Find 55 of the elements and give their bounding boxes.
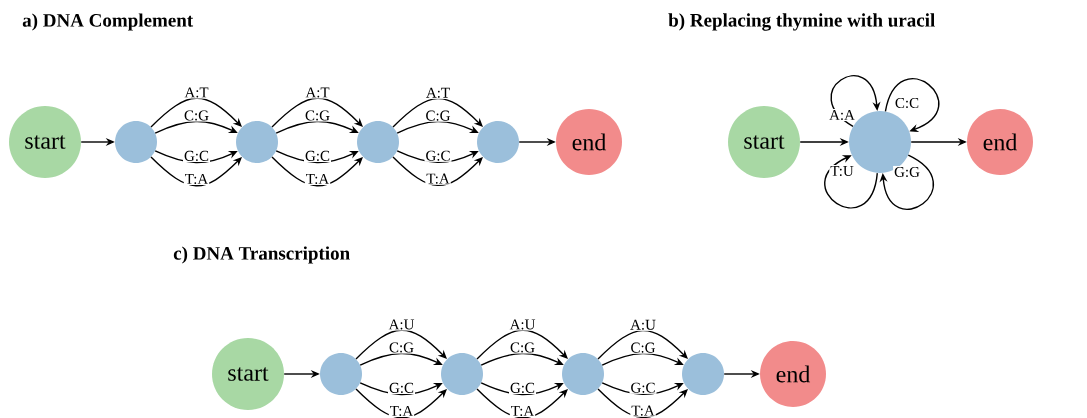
edge-label: A:A	[828, 108, 856, 122]
loop-arrow	[879, 154, 934, 211]
edge-label: T:U	[829, 165, 855, 177]
state-circle	[320, 353, 362, 395]
edge-label: A:T	[304, 86, 331, 99]
edge-label: T:A	[630, 404, 656, 417]
edge-label: G:C	[388, 381, 415, 394]
edge-label: C:G	[183, 109, 210, 122]
edge-label: C:C	[893, 96, 921, 110]
edge-label: T:A	[388, 404, 415, 418]
state-circle	[477, 121, 519, 163]
edge-label: G:C	[509, 381, 536, 394]
arrow	[150, 97, 242, 128]
panel-heading: a) DNA Complement	[22, 13, 194, 31]
edge-label: T:A	[509, 404, 536, 418]
state-circle	[441, 353, 483, 395]
state-circle	[562, 353, 604, 395]
edge-label: T:A	[183, 172, 210, 185]
state-circle	[115, 121, 157, 163]
loop-arrow	[884, 78, 940, 133]
edge-label: A:T	[424, 86, 452, 99]
edge-label: A:U	[508, 318, 537, 331]
arrow	[271, 97, 363, 128]
edge-label: G:C	[424, 149, 452, 162]
edge-label: T:A	[425, 172, 451, 185]
arrow	[597, 388, 688, 418]
edge-label: G:G	[893, 165, 921, 179]
edge-label: G:C	[183, 149, 210, 162]
arrow	[476, 329, 568, 360]
state-circle	[357, 121, 399, 163]
arrow	[476, 388, 568, 418]
arrow	[355, 329, 447, 360]
arrow	[150, 156, 242, 187]
edge-label: C:G	[424, 109, 452, 122]
arrow	[271, 156, 363, 187]
loop-arrow	[824, 155, 878, 209]
edge-label: C:G	[304, 109, 331, 122]
edge-label: A:T	[183, 86, 210, 99]
edge-label: A:U	[387, 318, 416, 331]
edge-label: A:U	[629, 318, 657, 331]
state-circle	[682, 353, 724, 395]
state-circle	[236, 121, 278, 163]
panel-heading: c) DNA Transcription	[173, 246, 350, 264]
arrow	[392, 156, 483, 187]
arrow	[597, 329, 688, 360]
arrow	[355, 388, 447, 418]
panel-heading: b) Replacing thymine with uracil	[668, 13, 935, 31]
loop-arrow	[830, 75, 881, 128]
edge-label: C:G	[509, 341, 536, 354]
edge-label: G:C	[629, 381, 657, 394]
arrow	[392, 97, 483, 128]
edge-label: G:C	[304, 149, 331, 162]
edge-label: C:G	[388, 341, 415, 354]
edge-label: C:G	[629, 341, 657, 354]
edge-label: T:A	[304, 172, 331, 185]
